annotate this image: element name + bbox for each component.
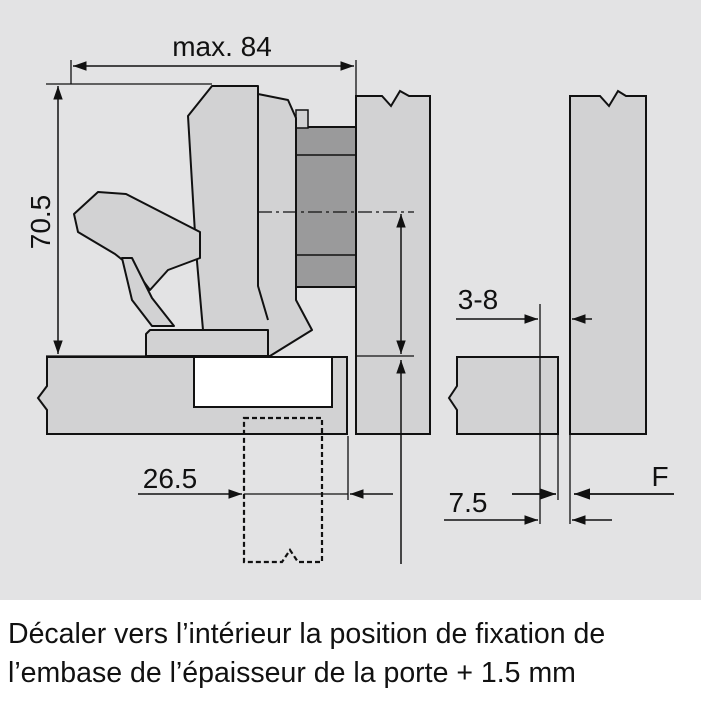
caption-line-1: Décaler vers l’intérieur la position de … — [8, 618, 606, 650]
cabinet-side-panel — [355, 89, 431, 435]
dim-overlay-label: 3-8 — [458, 284, 498, 315]
force-label: F — [651, 461, 668, 492]
dim-max-width-label: max. 84 — [172, 31, 272, 62]
technical-drawing: max. 84 70.5 26.5 3-8 — [0, 0, 701, 600]
hinge-cup-base — [145, 329, 269, 357]
hinge-lever-link — [121, 257, 175, 327]
dim-height-label: 70.5 — [25, 195, 56, 250]
mounting-plate — [293, 126, 357, 288]
dim-gap-label: 7.5 — [449, 487, 488, 518]
hinge-lever — [73, 191, 201, 291]
hinge-arm-edge — [257, 94, 269, 321]
caption-line-2: l’embase de l’épaisseur de la porte + 1.… — [8, 657, 576, 689]
hinge-arm — [187, 85, 313, 357]
hinge-cup-recess — [193, 356, 333, 408]
drill-hole-outline — [242, 416, 324, 564]
dim-drill-distance-label: 26.5 — [143, 463, 198, 494]
plate-screw — [295, 109, 309, 129]
cabinet-side-right — [569, 89, 647, 435]
hinge-diagram: max. 84 70.5 26.5 3-8 — [25, 31, 674, 564]
caption: Décaler vers l’intérieur la position de … — [0, 600, 701, 701]
door-piece-right — [447, 356, 559, 435]
